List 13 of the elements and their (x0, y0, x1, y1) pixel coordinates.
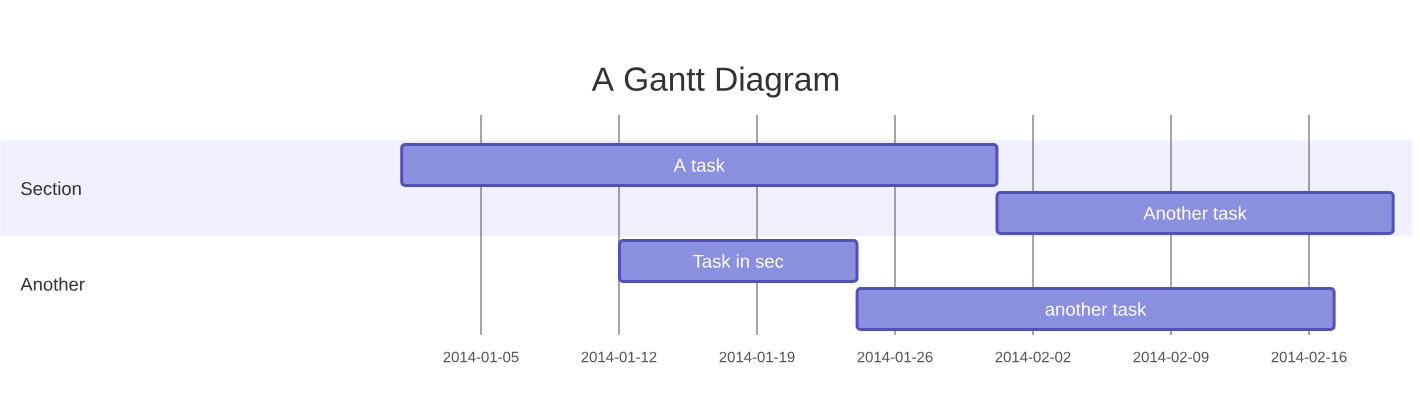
tick-label: 2014-02-02 (995, 351, 1071, 363)
tick-label: 2014-02-09 (1133, 351, 1209, 363)
chart-title: A Gantt Diagram (591, 66, 839, 98)
tick-label: 2014-02-16 (1271, 351, 1347, 363)
tick-label: 2014-01-05 (443, 351, 519, 363)
task-bar: Task in sec (618, 239, 859, 283)
tick-label: 2014-01-26 (857, 351, 933, 363)
tick-label: 2014-01-12 (581, 351, 657, 363)
task-bar: Another task (995, 191, 1395, 235)
section-label: Another (20, 277, 85, 291)
task-bar: another task (855, 287, 1336, 331)
tick-label: 2014-01-19 (719, 351, 795, 363)
task-bar: A task (400, 143, 999, 187)
